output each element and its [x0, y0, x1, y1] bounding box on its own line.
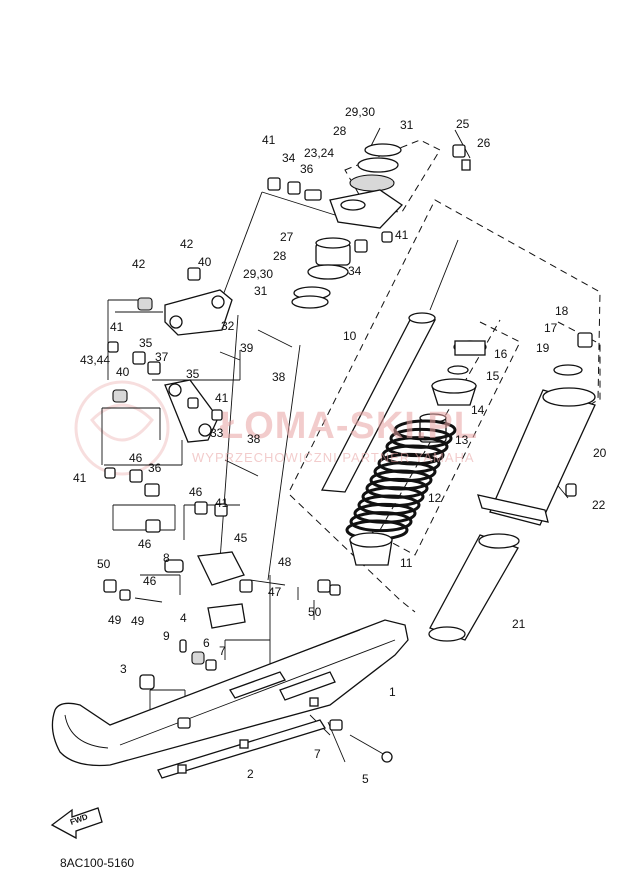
callout-label: 18	[555, 304, 569, 318]
callout-label: 16	[494, 347, 508, 361]
callout-label: 13	[455, 433, 469, 447]
callout-label: 28	[273, 249, 287, 263]
shock-cover	[477, 332, 596, 526]
callout-label: 33	[210, 426, 224, 440]
callout-label: 15	[486, 369, 500, 383]
callout-label: 42	[132, 257, 146, 271]
callout-label: 34	[282, 151, 296, 165]
lower-link	[104, 341, 259, 533]
callout-label: 40	[198, 255, 212, 269]
upper-link	[137, 177, 322, 361]
callout-label: 35	[139, 336, 153, 350]
callout-label: 29,30	[345, 105, 376, 119]
callout-label: 4	[180, 611, 187, 625]
shock-boot	[428, 533, 520, 642]
callout-label: 7	[219, 644, 226, 658]
spring-coils	[345, 419, 457, 541]
callout-label: 47	[268, 585, 282, 599]
callout-label: 3	[120, 662, 127, 676]
spring-coil	[349, 511, 413, 533]
callout-label: 41	[395, 228, 409, 242]
callout-label: 41	[215, 391, 229, 405]
callout-label: 42	[180, 237, 194, 251]
callout-label: 49	[131, 614, 145, 628]
callout-label: 8	[163, 551, 170, 565]
watermark-tagline: WYPRZECHOWICZNI PARTNER YAMAHA	[192, 450, 475, 465]
callout-label: 31	[400, 118, 414, 132]
callout-label: 46	[138, 537, 152, 551]
callout-label: 20	[593, 446, 607, 460]
callout-label: 50	[308, 605, 322, 619]
callout-label: 38	[247, 432, 261, 446]
callout-label: 37	[155, 350, 169, 364]
callout-label: 10	[343, 329, 357, 343]
ski	[51, 619, 409, 779]
callout-label: 19	[536, 341, 550, 355]
callout-label: 41	[73, 471, 87, 485]
shock-spring	[419, 340, 487, 443]
watermark-brand: ŁOMA-SKI.PL	[220, 405, 478, 447]
callout-label: 12	[428, 491, 442, 505]
fwd-arrow-icon	[50, 807, 103, 840]
callout-label: 28	[333, 124, 347, 138]
watermark-logo-icon	[74, 380, 170, 476]
diagram-code: 8AC100-5160	[60, 856, 135, 870]
callout-label: 22	[592, 498, 606, 512]
callout-label: 23,24	[304, 146, 335, 160]
callout-label: 48	[278, 555, 292, 569]
callout-label: 17	[544, 321, 558, 335]
callout-label: 36	[148, 461, 162, 475]
callout-label: 2	[247, 767, 254, 781]
callout-label: 46	[189, 485, 203, 499]
callout-label: 46	[143, 574, 157, 588]
callout-label: 7	[314, 747, 321, 761]
callout-label: 41	[215, 496, 229, 510]
callout-label: 27	[280, 230, 294, 244]
callout-label: 14	[471, 403, 485, 417]
callout-label: 21	[512, 617, 526, 631]
shock-rod	[320, 239, 459, 493]
callout-label: 1	[389, 685, 396, 699]
spring-lower-seat	[349, 532, 393, 566]
callout-label: 6	[203, 636, 210, 650]
callout-label: 43,44	[80, 353, 111, 367]
callout-label: 45	[234, 531, 248, 545]
spindle-bracket	[103, 551, 341, 690]
callout-label: 32	[221, 319, 235, 333]
callout-label: 35	[186, 367, 200, 381]
callout-label: 36	[300, 162, 314, 176]
callout-label: 25	[456, 117, 470, 131]
callout-label: 38	[272, 370, 286, 384]
callout-label: 5	[362, 772, 369, 786]
callout-label: 9	[163, 629, 170, 643]
callout-label: 50	[97, 557, 111, 571]
callout-label: 31	[254, 284, 268, 298]
callout-label: 29,30	[243, 267, 274, 281]
callout-label: 41	[262, 133, 276, 147]
callout-label: 46	[129, 451, 143, 465]
callout-label: 39	[240, 341, 254, 355]
callout-label: 11	[400, 556, 413, 570]
callout-label: 40	[116, 365, 130, 379]
callout-label: 26	[477, 136, 491, 150]
shock-top-mount	[291, 143, 471, 309]
callout-label: 49	[108, 613, 122, 627]
callout-label: 41	[110, 320, 124, 334]
callout-label: 34	[348, 264, 362, 278]
